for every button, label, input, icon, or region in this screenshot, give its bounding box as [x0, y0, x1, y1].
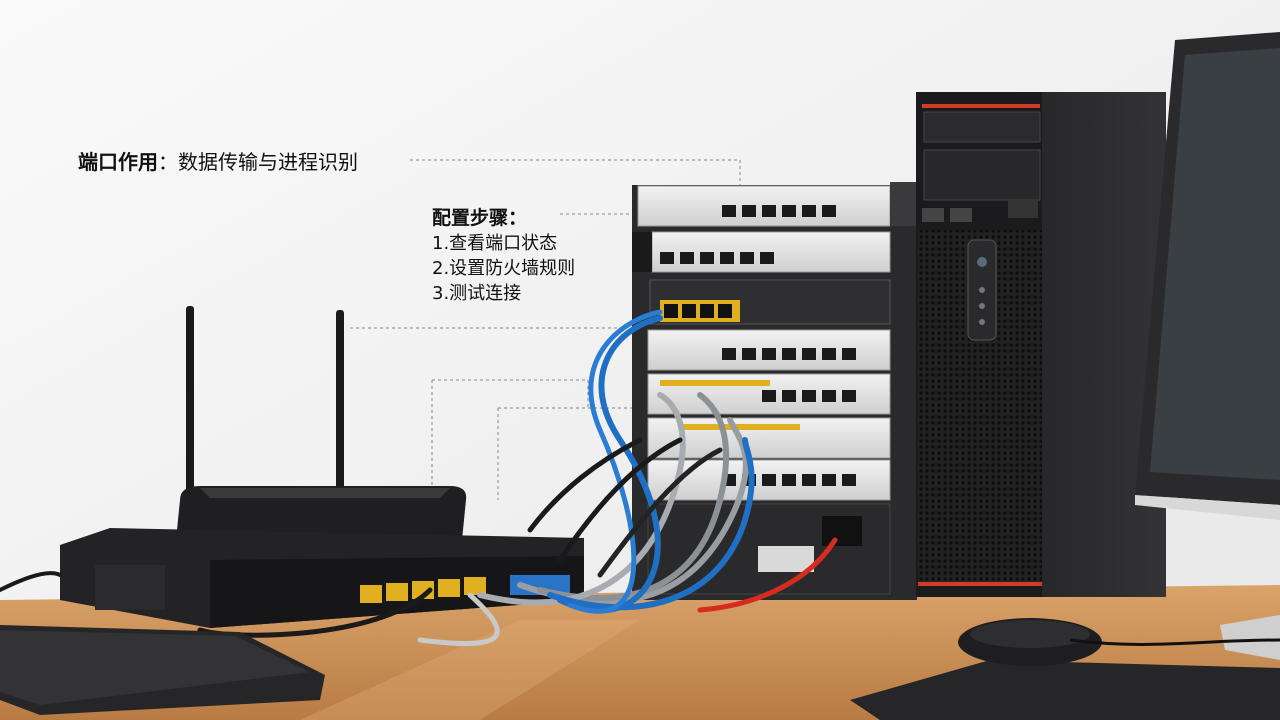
left-keyboard — [0, 625, 325, 715]
config-step-1: 1.查看端口状态 — [432, 233, 558, 254]
port-function-term: 端口作用 — [78, 150, 158, 174]
config-steps-annotation: 配置步骤： 1.查看端口状态 2.设置防火墙规则 3.测试连接 — [432, 206, 575, 306]
annotation-leader-lines — [350, 159, 741, 500]
rack-unit-2 — [632, 231, 891, 273]
rack-unit-6 — [647, 417, 891, 459]
config-steps-heading: 配置步骤： — [432, 207, 528, 229]
rack-unit-3 — [649, 279, 891, 325]
rack-unit-7 — [647, 459, 891, 501]
tower-pc — [916, 92, 1166, 597]
rack-unit-5 — [647, 373, 891, 415]
rack-unit-1 — [637, 182, 916, 227]
config-step-2: 2.设置防火墙规则 — [432, 258, 576, 279]
port-function-description: 数据传输与进程识别 — [178, 150, 358, 174]
port-function-annotation: 端口作用：数据传输与进程识别 — [78, 146, 358, 175]
right-keyboard — [850, 660, 1280, 720]
rack-unit-8 — [647, 503, 891, 595]
base-network-switch — [60, 528, 584, 628]
rack-switch-stack — [632, 182, 917, 600]
port-function-separator: ： — [158, 150, 178, 174]
rack-unit-4 — [647, 329, 891, 371]
computer-mouse — [958, 618, 1280, 666]
monitor — [1135, 32, 1280, 660]
config-step-3: 3.测试连接 — [432, 283, 522, 304]
